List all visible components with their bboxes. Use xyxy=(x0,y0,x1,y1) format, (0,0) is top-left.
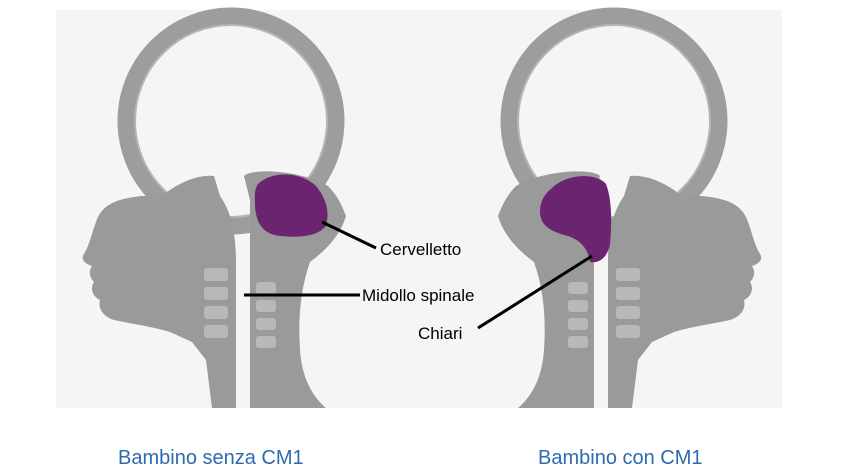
label-chiari: Chiari xyxy=(418,324,462,343)
label-cerebellum: Cervelletto xyxy=(380,240,461,259)
caption-without-cm1: Bambino senza CM1 xyxy=(118,446,304,470)
caption-with-cm1: Bambino con CM1 xyxy=(538,446,703,470)
head-chiari xyxy=(498,16,761,408)
head-normal xyxy=(83,16,346,408)
label-spinal-cord: Midollo spinale xyxy=(362,286,474,305)
